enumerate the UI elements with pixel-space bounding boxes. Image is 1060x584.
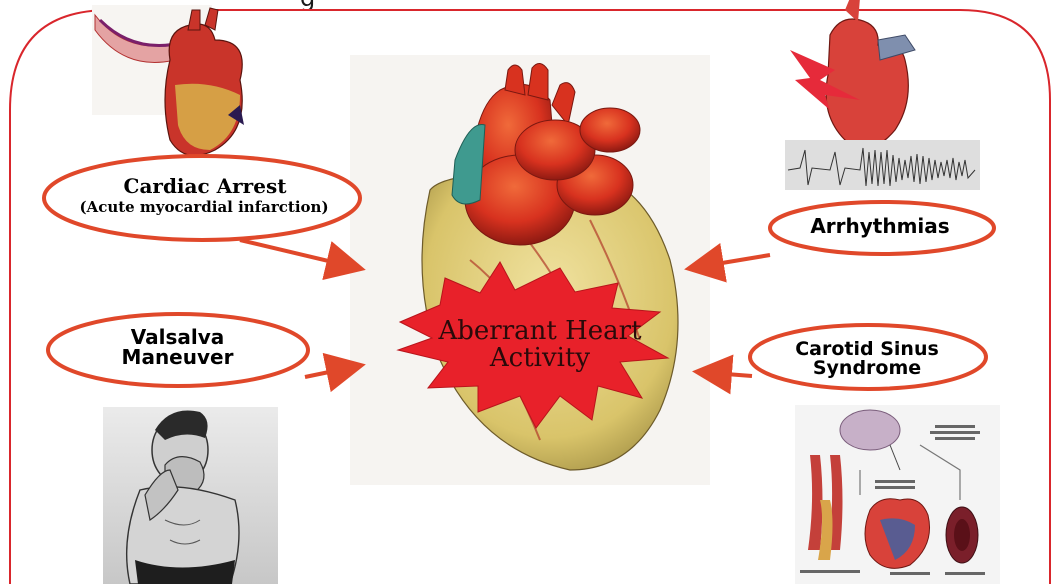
cardiac-arrest-sublabel: (Acute myocardial infarction) xyxy=(45,200,363,215)
carotid-sinus-illustration xyxy=(795,405,1000,584)
carotid-line2: Syndrome xyxy=(752,359,982,378)
aberrant-line2: Activity xyxy=(420,345,660,372)
central-heart-illustration xyxy=(350,55,710,485)
carotid-label: Carotid Sinus Syndrome xyxy=(752,340,982,378)
arrhythmia-illustration xyxy=(785,0,980,190)
arrow-cardiac-arrest xyxy=(240,240,358,268)
cardiac-arrest-label: Cardiac Arrest xyxy=(60,176,350,196)
cardiac-arrest-title: Cardiac Arrest xyxy=(60,176,350,196)
valsalva-line2: Maneuver xyxy=(85,347,270,367)
arrhythmias-label: Arrhythmias xyxy=(780,216,980,236)
aberrant-line1: Aberrant Heart xyxy=(420,318,660,345)
valsalva-line1: Valsalva xyxy=(85,327,270,347)
cardiac-arrest-subtitle: (Acute myocardial infarction) xyxy=(45,200,363,215)
cardiac-arrest-illustration xyxy=(92,5,244,156)
valsalva-illustration xyxy=(103,407,278,584)
valsalva-label: Valsalva Maneuver xyxy=(85,327,270,367)
aberrant-activity-label: Aberrant Heart Activity xyxy=(420,318,660,373)
